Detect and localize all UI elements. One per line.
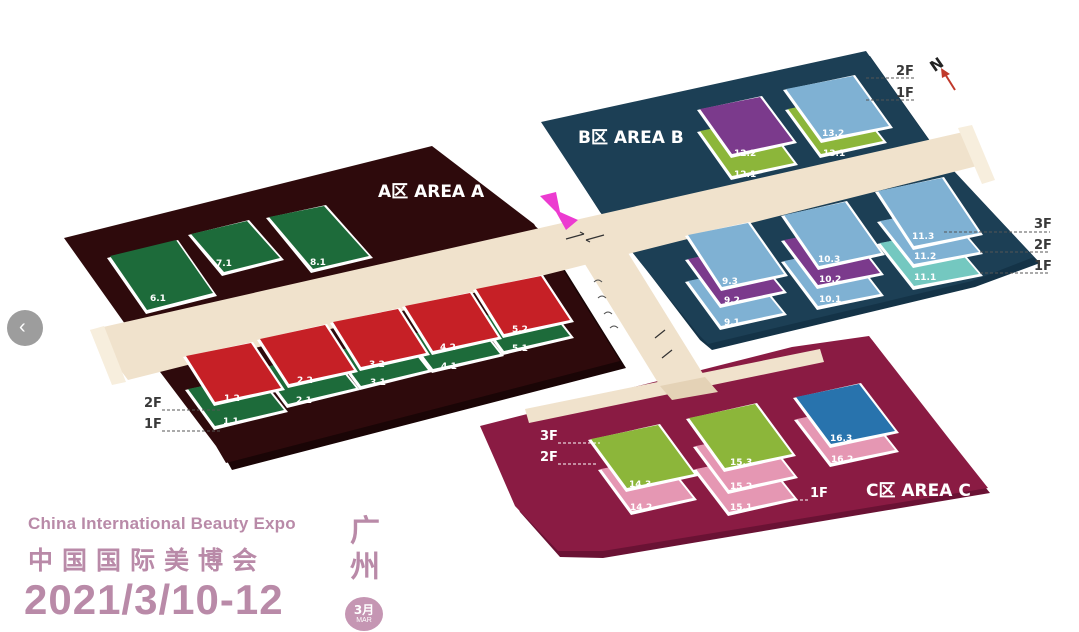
hall-label-2-1: 2.1	[296, 396, 312, 406]
hall-label-15-3: 15.3	[730, 458, 752, 468]
hall-1-2[interactable]: 1.2	[183, 342, 285, 406]
hall-label-2-2: 2.2	[297, 376, 313, 386]
floor-label-b-top-2f: 2F	[896, 64, 914, 79]
floor-label-a-1f: 1F	[144, 417, 162, 432]
hall-label-1-1: 1.1	[223, 417, 239, 427]
hall-label-14-3: 14.3	[629, 480, 651, 490]
hall-8-1[interactable]: 8.1	[266, 205, 373, 273]
prev-slide-button[interactable]: ‹	[7, 310, 43, 346]
hall-10-3[interactable]: 10.3	[781, 201, 885, 270]
hall-label-16-2: 16.2	[831, 455, 853, 465]
hall-label-3-2: 3.2	[369, 360, 385, 370]
hall-label-9-2: 9.2	[724, 296, 740, 306]
hall-label-15-2: 15.2	[730, 482, 752, 492]
hall-label-4-2: 4.2	[440, 343, 456, 353]
floor-label-c-1f: 1F	[810, 486, 828, 501]
hall-2-2[interactable]: 2.2	[257, 324, 358, 388]
hall-12-2[interactable]: 12.2	[697, 96, 797, 159]
hall-label-5-2: 5.2	[512, 325, 528, 335]
event-date: 2021/3/10-12	[24, 576, 284, 623]
hall-label-9-1: 9.1	[724, 318, 740, 328]
hall-4-2[interactable]: 4.2	[402, 292, 502, 355]
chevron-left-icon: ‹	[19, 316, 26, 338]
floor-label-b-1f: 1F	[1034, 259, 1052, 274]
hall-14-3[interactable]: 14.3	[588, 424, 698, 492]
hall-7-1[interactable]: 7.1	[188, 220, 284, 276]
floor-label-b-top-1f: 1F	[896, 86, 914, 101]
hall-label-11-1: 11.1	[914, 273, 936, 283]
area-c-halls: 14.2 14.3 15.1 15.2 15.3 16.2	[588, 383, 899, 516]
event-name-en: China International Beauty Expo	[28, 514, 296, 533]
hall-label-5-1: 5.1	[512, 344, 528, 354]
floor-label-c-3f: 3F	[540, 429, 558, 444]
hall-label-7-1: 7.1	[216, 259, 232, 269]
hall-3-2[interactable]: 3.2	[330, 308, 430, 371]
hall-9-3[interactable]: 9.3	[685, 222, 788, 291]
hall-label-9-3: 9.3	[722, 277, 738, 287]
hall-15-3[interactable]: 15.3	[686, 403, 796, 472]
event-city: 广州	[350, 514, 380, 585]
compass-icon: N	[926, 54, 956, 91]
corridors	[90, 125, 995, 400]
cross-corridor	[575, 240, 705, 386]
month-en: MAR	[356, 617, 372, 624]
area-b-halls: 12.1 12.2 13.1 13.2 9.1 9.2	[685, 75, 983, 330]
hall-label-3-1: 3.1	[370, 378, 386, 388]
cross-corridor-end	[660, 377, 718, 400]
hall-13-2[interactable]: 13.2	[783, 75, 893, 143]
hall-label-14-2: 14.2	[630, 503, 652, 513]
floor-label-a-2f: 2F	[144, 396, 162, 411]
event-name-cn: 中国国际美博会	[28, 546, 267, 575]
area-b-label: B区 AREA B	[578, 128, 684, 148]
hall-label-10-3: 10.3	[818, 255, 840, 265]
month-badge: 3月 MAR	[345, 597, 383, 631]
month-cn: 3月	[353, 603, 375, 617]
hall-label-10-1: 10.1	[819, 295, 841, 305]
hall-label-12-1: 12.1	[734, 170, 756, 180]
floor-label-b-2f: 2F	[1034, 238, 1052, 253]
hall-label-10-2: 10.2	[819, 275, 841, 285]
hall-label-15-1: 15.1	[730, 503, 752, 513]
hall-label-11-2: 11.2	[914, 252, 936, 262]
hall-label-12-2: 12.2	[734, 149, 756, 159]
hall-label-16-3: 16.3	[830, 434, 852, 444]
hall-label-1-2: 1.2	[224, 394, 240, 404]
hall-label-13-2: 13.2	[822, 129, 844, 139]
walkway-arrows	[565, 231, 673, 359]
hall-label-13-1: 13.1	[823, 149, 845, 159]
hall-label-6-1: 6.1	[150, 294, 166, 304]
area-a-label: A区 AREA A	[378, 182, 485, 202]
entrance-arrow-icon	[540, 192, 578, 230]
corridor-end-b	[958, 125, 995, 184]
floor-label-b-3f: 3F	[1034, 217, 1052, 232]
hall-label-8-1: 8.1	[310, 258, 326, 268]
floor-label-c-2f: 2F	[540, 450, 558, 465]
hall-6-1[interactable]: 6.1	[107, 240, 217, 314]
main-corridor	[90, 130, 985, 380]
floor-indicators: 2F 1F 2F 1F 3F 2F 1F 3F 2F 1F	[144, 64, 1052, 501]
stairs	[593, 279, 619, 329]
hall-label-4-1: 4.1	[441, 362, 457, 372]
hall-16-3[interactable]: 16.3	[793, 383, 899, 448]
hall-label-11-3: 11.3	[912, 232, 934, 242]
area-a-halls: 6.1 7.1 8.1 1.1 2.1 3.1	[107, 205, 574, 430]
hall-5-2[interactable]: 5.2	[473, 275, 574, 338]
corridor-end-a	[90, 326, 126, 385]
area-c-label: C区 AREA C	[866, 481, 971, 501]
